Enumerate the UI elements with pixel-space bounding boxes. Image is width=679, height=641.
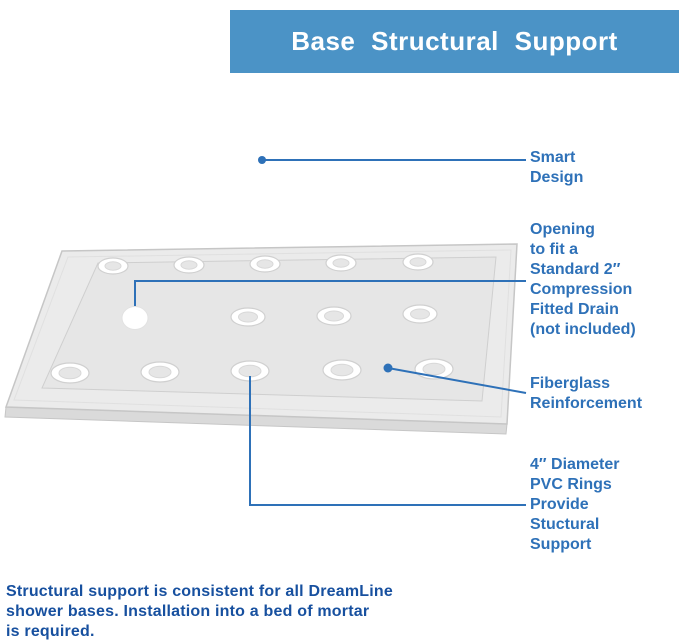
pvc-rings-line — [249, 376, 526, 506]
support-ring — [249, 255, 281, 273]
fiberglass-line — [387, 367, 527, 394]
support-ring — [173, 256, 205, 274]
support-ring — [402, 304, 438, 324]
callout-drain-opening: Opening to fit a Standard 2″ Compression… — [530, 221, 636, 338]
drain-opening-line — [134, 280, 526, 306]
callout-pvc-rings: 4″ Diameter PVC Rings Provide Stuctural … — [530, 456, 620, 553]
support-ring — [230, 307, 266, 327]
drain-opening — [121, 306, 149, 330]
page-title: Base Structural Support — [291, 26, 618, 56]
tray-rim-edge-line — [13, 249, 512, 418]
callout-connectors — [134, 156, 527, 506]
callout-smart-design: Smart Design — [530, 149, 584, 186]
support-ring — [140, 361, 180, 383]
support-ring — [402, 253, 434, 271]
base-tray — [4, 243, 518, 435]
support-ring — [322, 359, 362, 381]
footer-note: Structural support is consistent for all… — [6, 583, 393, 640]
support-ring — [97, 257, 129, 275]
support-ring — [316, 306, 352, 326]
support-ring — [325, 254, 357, 272]
support-ring — [50, 362, 90, 384]
callout-fiberglass-reinforcement: Fiberglass Reinforcement — [530, 375, 643, 412]
header-banner: Base Structural Support — [230, 10, 679, 73]
tray-recessed-floor — [41, 256, 497, 402]
